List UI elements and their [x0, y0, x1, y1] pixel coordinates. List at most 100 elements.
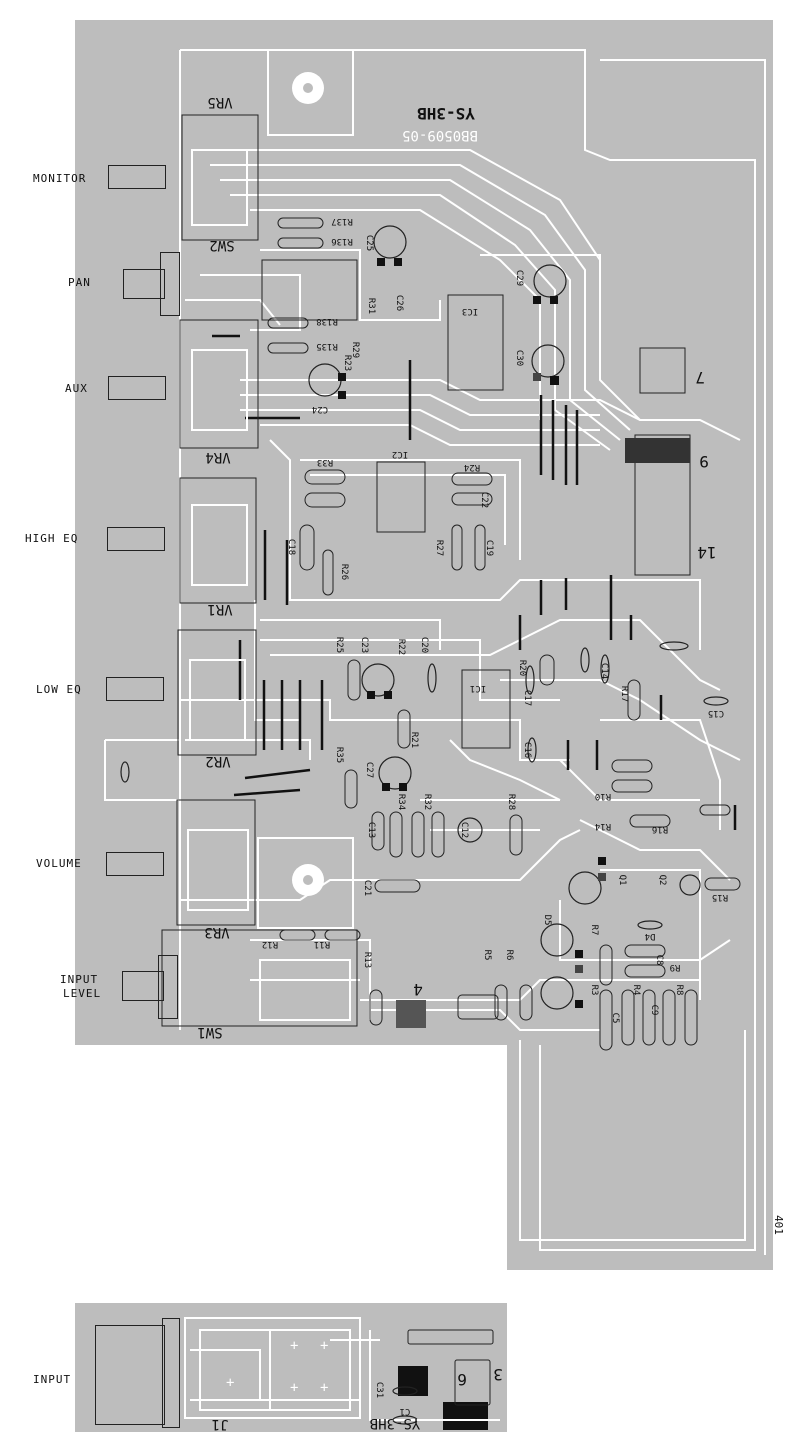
- refdes-r136: R136: [331, 236, 353, 246]
- refdes-r15: R15: [712, 892, 728, 902]
- refdes-c24: C24: [312, 404, 328, 414]
- input-level-switch-body: [158, 955, 178, 1019]
- refdes-sw2: SW2: [209, 237, 234, 253]
- mounting-holes: [257, 49, 354, 929]
- refdes-r138: R138: [316, 316, 338, 326]
- input-jack-body: [162, 1318, 180, 1428]
- refdes-r9: R9: [670, 962, 681, 972]
- pin-label-9: 9: [699, 452, 709, 471]
- monitor-knob-outline: [108, 165, 166, 189]
- label-low-eq: LOW EQ: [36, 683, 82, 696]
- ceramic-caps: [120, 641, 729, 1425]
- label-volume: VOLUME: [36, 857, 82, 870]
- refdes-c12: C12: [459, 822, 469, 838]
- refdes-r3: R3: [589, 985, 599, 996]
- refdes-c22: C22: [479, 492, 489, 508]
- refdes-ic3: IC3: [462, 306, 478, 316]
- refdes-r35: R35: [334, 747, 344, 763]
- svg-text:+: +: [226, 1375, 234, 1391]
- refdes-ic2: IC2: [392, 449, 408, 459]
- regulator-block: [396, 1000, 426, 1028]
- refdes-vr2: VR2: [205, 753, 230, 769]
- high-eq-knob-outline: [107, 527, 165, 551]
- label-input: INPUT: [33, 1373, 72, 1386]
- bus-lines: [212, 334, 737, 830]
- aux-knob-outline: [108, 376, 166, 400]
- refdes-r26: R26: [339, 564, 349, 580]
- refdes-r29: R29: [350, 342, 360, 358]
- refdes-vr5: VR5: [207, 94, 232, 110]
- refdes-r12: R12: [262, 939, 278, 949]
- refdes-r135: R135: [316, 341, 338, 351]
- refdes-r14: R14: [595, 821, 611, 831]
- pin-label-6: 6: [457, 1370, 467, 1389]
- trace-group-input: [190, 1330, 500, 1421]
- label-monitor: MONITOR: [33, 172, 87, 185]
- pot-frames: [184, 149, 361, 1419]
- refdes-r5: R5: [482, 950, 492, 961]
- refdes-c26: C26: [394, 295, 404, 311]
- refdes-c18: C18: [286, 539, 296, 555]
- refdes-r137: R137: [331, 216, 353, 226]
- refdes-c16: C16: [522, 742, 532, 758]
- refdes-c21: C21: [362, 880, 372, 896]
- refdes-c1: C1: [400, 1406, 411, 1416]
- pin-label-3: 3: [493, 1365, 503, 1384]
- refdes-r33: R33: [317, 457, 333, 467]
- refdes-r8: R8: [674, 985, 684, 996]
- svg-text:+: +: [290, 1338, 298, 1354]
- svg-text:+: +: [320, 1380, 328, 1396]
- input-jack-outline: [95, 1325, 165, 1425]
- refdes-r13: R13: [362, 952, 372, 968]
- refdes-r34: R34: [396, 794, 406, 810]
- refdes-c15: C15: [708, 708, 724, 718]
- refdes-d5: D5: [542, 915, 552, 926]
- edge-code: 401: [772, 1215, 785, 1235]
- pan-switch-outline: [123, 269, 165, 299]
- label-high-eq: HIGH EQ: [25, 532, 79, 545]
- refdes-c5: C5: [610, 1013, 620, 1024]
- solder-pads: [338, 258, 606, 1008]
- svg-text:+: +: [320, 1338, 328, 1354]
- refdes-c13: C13: [366, 822, 376, 838]
- refdes-c25: C25: [364, 235, 374, 251]
- refdes-c23: C23: [359, 637, 369, 653]
- label-input-level-line1: INPUT: [60, 973, 99, 986]
- board-part-number: BB0509-05: [402, 127, 478, 143]
- refdes-r10: R10: [595, 791, 611, 801]
- refdes-vr3: VR3: [204, 924, 229, 940]
- refdes-sw1: SW1: [197, 1024, 222, 1040]
- plus-marks: ++ ++ +: [226, 1338, 328, 1396]
- refdes-r20: R20: [517, 660, 527, 676]
- volume-knob-outline: [106, 852, 164, 876]
- low-eq-knob-outline: [106, 677, 164, 701]
- ic-outlines: [376, 294, 691, 749]
- refdes-q1: Q1: [617, 875, 627, 886]
- refdes-j1: J1: [212, 1416, 229, 1432]
- refdes-vr1: VR1: [207, 601, 232, 617]
- board-model-marking: YS-3HB: [417, 104, 475, 123]
- pot-bodies: [161, 114, 358, 1027]
- refdes-r11: R11: [314, 939, 330, 949]
- refdes-r27: R27: [434, 540, 444, 556]
- refdes-r28: R28: [506, 794, 516, 810]
- refdes-c31: C31: [374, 1382, 384, 1398]
- refdes-r24: R24: [464, 462, 480, 472]
- refdes-r7: R7: [589, 925, 599, 936]
- label-pan: PAN: [68, 276, 91, 289]
- pan-switch-body: [160, 252, 180, 316]
- refdes-r32: R32: [422, 794, 432, 810]
- refdes-c8: C8: [654, 955, 664, 966]
- label-aux: AUX: [65, 382, 88, 395]
- ic-power-block: [625, 438, 690, 463]
- refdes-r22: R22: [396, 639, 406, 655]
- input-level-switch-outline: [122, 971, 164, 1001]
- refdes-c17: C17: [522, 690, 532, 706]
- refdes-r4: R4: [631, 985, 641, 996]
- input-jack-block: [398, 1366, 428, 1396]
- refdes-d4: D4: [645, 931, 656, 941]
- label-input-level-line2: LEVEL: [63, 987, 102, 1000]
- main-board: [75, 20, 773, 1270]
- refdes-r21: R21: [409, 732, 419, 748]
